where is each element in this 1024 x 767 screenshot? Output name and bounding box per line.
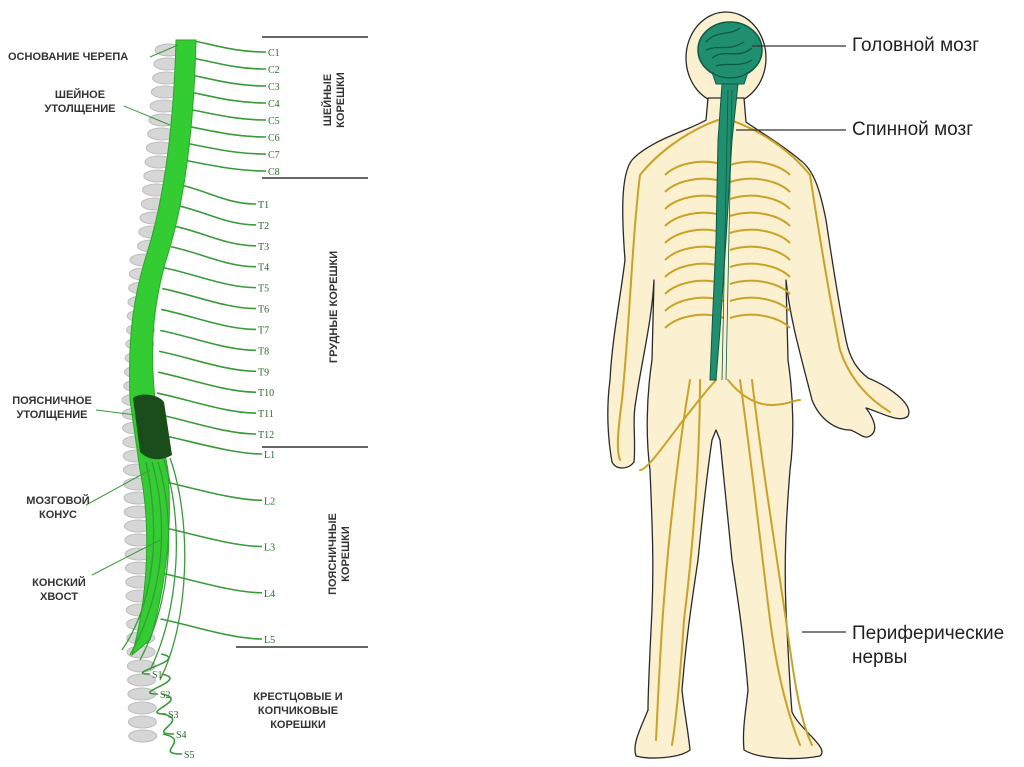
root-mark: C2 bbox=[268, 65, 280, 76]
cervical-enlargement-line1: ШЕЙНОЕ bbox=[30, 88, 130, 102]
cauda-equina-line1: КОНСКИЙ bbox=[24, 576, 94, 590]
root-mark: T3 bbox=[258, 242, 269, 253]
root-mark: S4 bbox=[176, 730, 187, 741]
root-mark: T9 bbox=[258, 367, 269, 378]
root-mark: C7 bbox=[268, 150, 280, 161]
cauda-equina-label: КОНСКИЙ ХВОСТ bbox=[24, 576, 94, 604]
spinal-cord-label: Спинной мозг bbox=[852, 118, 973, 142]
sacral-roots-line1: КРЕСТЦОВЫЕ И bbox=[238, 690, 358, 704]
nerve-root bbox=[160, 330, 256, 350]
sacral-roots-line2: КОПЧИКОВЫЕ bbox=[238, 704, 358, 718]
root-mark: T8 bbox=[258, 346, 269, 357]
lumbar-roots-line1: ПОЯСНИЧНЫЕ bbox=[327, 499, 340, 609]
lumbar-roots-line2: КОРЕШКИ bbox=[340, 499, 353, 609]
cervical-roots-line1: ШЕЙНЫЕ bbox=[322, 50, 335, 150]
nerve-root bbox=[186, 74, 266, 86]
root-mark: C8 bbox=[268, 167, 280, 178]
cauda-equina-line2: ХВОСТ bbox=[24, 590, 94, 604]
vertebra bbox=[129, 730, 157, 742]
nerve-root bbox=[177, 184, 257, 204]
root-mark: T1 bbox=[258, 200, 269, 211]
root-mark: C3 bbox=[268, 82, 280, 93]
nerve-root bbox=[180, 142, 266, 154]
skull-base-label: ОСНОВАНИЕ ЧЕРЕПА bbox=[8, 50, 158, 64]
root-mark: T2 bbox=[258, 221, 269, 232]
nerve-root bbox=[158, 372, 256, 392]
lumbar-roots-label: ПОЯСНИЧНЫЕ КОРЕШКИ bbox=[327, 499, 355, 609]
root-mark: L1 bbox=[264, 450, 275, 461]
root-mark: C5 bbox=[268, 116, 280, 127]
cervical-roots-line2: КОРЕШКИ bbox=[335, 50, 348, 150]
conus-line1: МОЗГОВОЙ bbox=[18, 494, 98, 508]
nerve-root bbox=[157, 434, 262, 454]
root-mark: L4 bbox=[264, 589, 275, 600]
nerve-root bbox=[162, 289, 256, 309]
nerve-root bbox=[182, 125, 266, 137]
nerve-root bbox=[159, 527, 262, 547]
nerve-root bbox=[157, 393, 256, 413]
root-mark: S5 bbox=[184, 750, 195, 761]
sacral-roots-line3: КОРЕШКИ bbox=[238, 718, 358, 732]
cervical-roots-label: ШЕЙНЫЕ КОРЕШКИ bbox=[322, 50, 350, 150]
lumbar-enlargement-label: ПОЯСНИЧНОЕ УТОЛЩЕНИЕ bbox=[2, 394, 102, 422]
root-mark: S3 bbox=[168, 710, 179, 721]
vertebra bbox=[128, 702, 156, 714]
nerve-root bbox=[159, 351, 256, 371]
root-mark: T7 bbox=[258, 325, 269, 336]
cervical-enlargement-line2: УТОЛЩЕНИЕ bbox=[30, 102, 130, 116]
conus-label: МОЗГОВОЙ КОНУС bbox=[18, 494, 98, 522]
nerve-root bbox=[173, 226, 256, 246]
nerve-root bbox=[185, 91, 266, 103]
root-mark: T6 bbox=[258, 305, 269, 316]
root-mark: C1 bbox=[268, 48, 280, 59]
vertebra bbox=[128, 716, 156, 728]
root-mark: C4 bbox=[268, 99, 280, 110]
sacral-roots-label: КРЕСТЦОВЫЕ И КОПЧИКОВЫЕ КОРЕШКИ bbox=[238, 690, 358, 732]
thoracic-roots-label: ГРУДНЫЕ КОРЕШКИ bbox=[328, 232, 342, 382]
nerve-root bbox=[156, 414, 256, 434]
nerve-root bbox=[161, 309, 256, 329]
nerve-root bbox=[171, 247, 256, 267]
root-mark: T12 bbox=[258, 430, 274, 441]
root-mark: L3 bbox=[264, 543, 275, 554]
root-mark: L5 bbox=[264, 635, 275, 646]
root-mark: S1 bbox=[152, 670, 163, 681]
root-mark: S2 bbox=[160, 690, 171, 701]
nerve-root bbox=[179, 159, 266, 171]
root-mark: L2 bbox=[264, 496, 275, 507]
root-mark: T11 bbox=[258, 409, 274, 420]
peripheral-line2: нервы bbox=[852, 646, 1004, 670]
nerve-root bbox=[163, 268, 256, 288]
root-mark: T4 bbox=[258, 263, 269, 274]
cervical-enlargement-label: ШЕЙНОЕ УТОЛЩЕНИЕ bbox=[30, 88, 130, 116]
lumbar-enlargement-line2: УТОЛЩЕНИЕ bbox=[2, 408, 102, 422]
nerve-root bbox=[188, 57, 266, 69]
nerve-root bbox=[175, 205, 256, 225]
lumbar-enlargement-line1: ПОЯСНИЧНОЕ bbox=[2, 394, 102, 408]
root-mark: T10 bbox=[258, 388, 274, 399]
root-mark: T5 bbox=[258, 284, 269, 295]
peripheral-nerves-label: Периферические нервы bbox=[852, 622, 1004, 670]
nerve-root bbox=[189, 40, 266, 52]
nerve-root bbox=[183, 108, 266, 120]
conus-line2: КОНУС bbox=[18, 508, 98, 522]
peripheral-line1: Периферические bbox=[852, 622, 1004, 646]
root-mark: C6 bbox=[268, 133, 280, 144]
brain-label: Головной мозг bbox=[852, 34, 979, 58]
